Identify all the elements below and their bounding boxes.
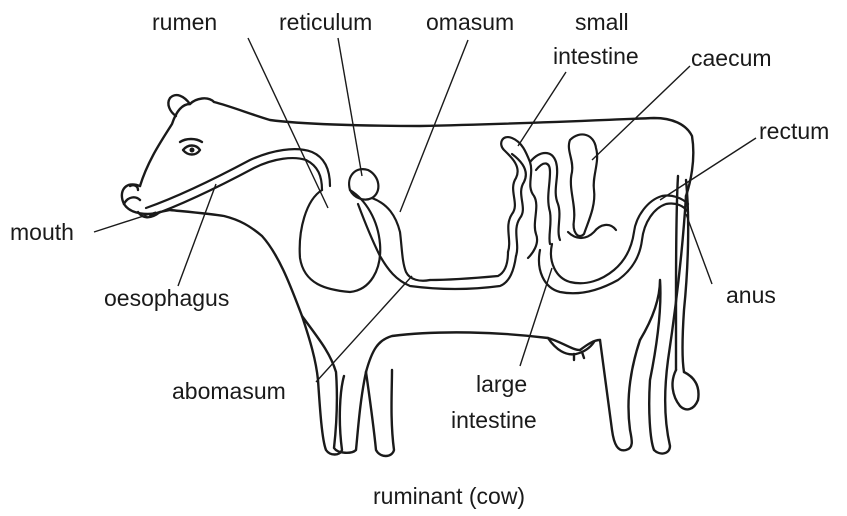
label-rumen: rumen [152,9,217,35]
label-rectum: rectum [759,118,829,144]
label-large-intestine-line2: intestine [451,407,537,433]
label-omasum: omasum [426,9,514,35]
label-abomasum: abomasum [172,378,286,404]
label-anus: anus [726,282,776,308]
large-intestine-shape [539,203,688,293]
small-intestine-shape [501,137,537,258]
label-small-intestine-line2: intestine [553,43,639,69]
label-oesophagus: oesophagus [104,285,229,311]
reticulum-shape [349,169,378,199]
label-large-intestine-line1: large [476,371,527,397]
label-small-intestine-line1: small [575,9,629,35]
label-caecum: caecum [691,45,772,71]
labels: rumen reticulum omasum small intestine c… [10,9,829,509]
digestive-organs [146,134,688,293]
label-mouth: mouth [10,219,74,245]
diagram-caption: ruminant (cow) [373,483,525,509]
caecum-shape [569,134,597,236]
label-reticulum: reticulum [279,9,372,35]
rumen-shape [300,190,381,292]
